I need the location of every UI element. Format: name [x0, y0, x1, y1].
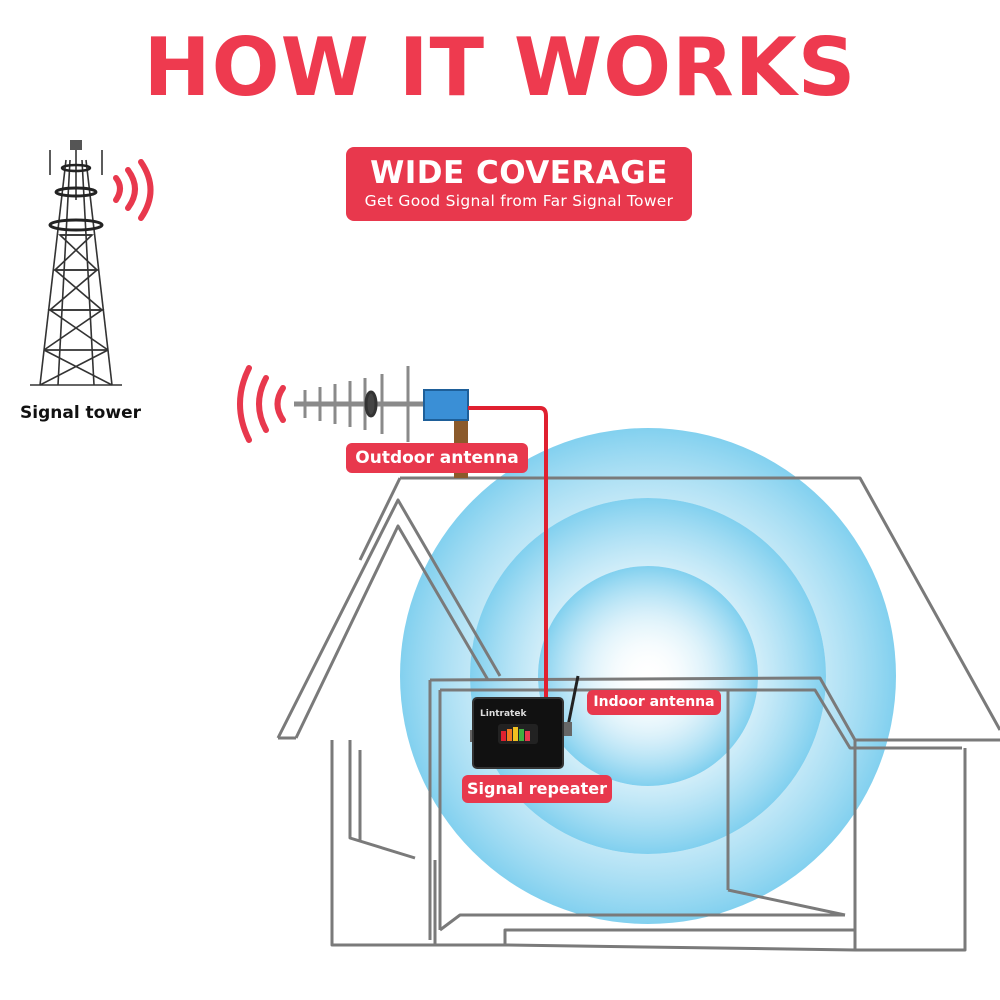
tower-signal-waves-icon: [113, 159, 154, 221]
outdoor-yagi-antenna: [294, 366, 430, 442]
signal-tower-label: Signal tower: [20, 403, 141, 423]
coverage-ring-inner: [538, 566, 758, 786]
signal-repeater-device: Lintratek: [470, 697, 564, 769]
coverage-waves: [400, 428, 896, 924]
repeater-brand-text: Lintratek: [480, 709, 527, 719]
signal-repeater-label: Signal repeater: [462, 775, 612, 803]
page-title: HOW IT WORKS: [143, 21, 857, 114]
wide-coverage-banner: WIDE COVERAGE Get Good Signal from Far S…: [346, 147, 692, 221]
antenna-connector-panel: [423, 389, 469, 421]
indoor-antenna-label: Indoor antenna: [587, 690, 721, 715]
banner-heading: WIDE COVERAGE: [370, 155, 668, 191]
coax-cable: [468, 406, 548, 700]
banner-subheading: Get Good Signal from Far Signal Tower: [364, 192, 674, 210]
indoor-antenna: [563, 675, 580, 736]
outdoor-antenna-waves-icon: [237, 365, 286, 443]
signal-tower: [30, 140, 122, 386]
outdoor-antenna-label: Outdoor antenna: [346, 443, 528, 473]
